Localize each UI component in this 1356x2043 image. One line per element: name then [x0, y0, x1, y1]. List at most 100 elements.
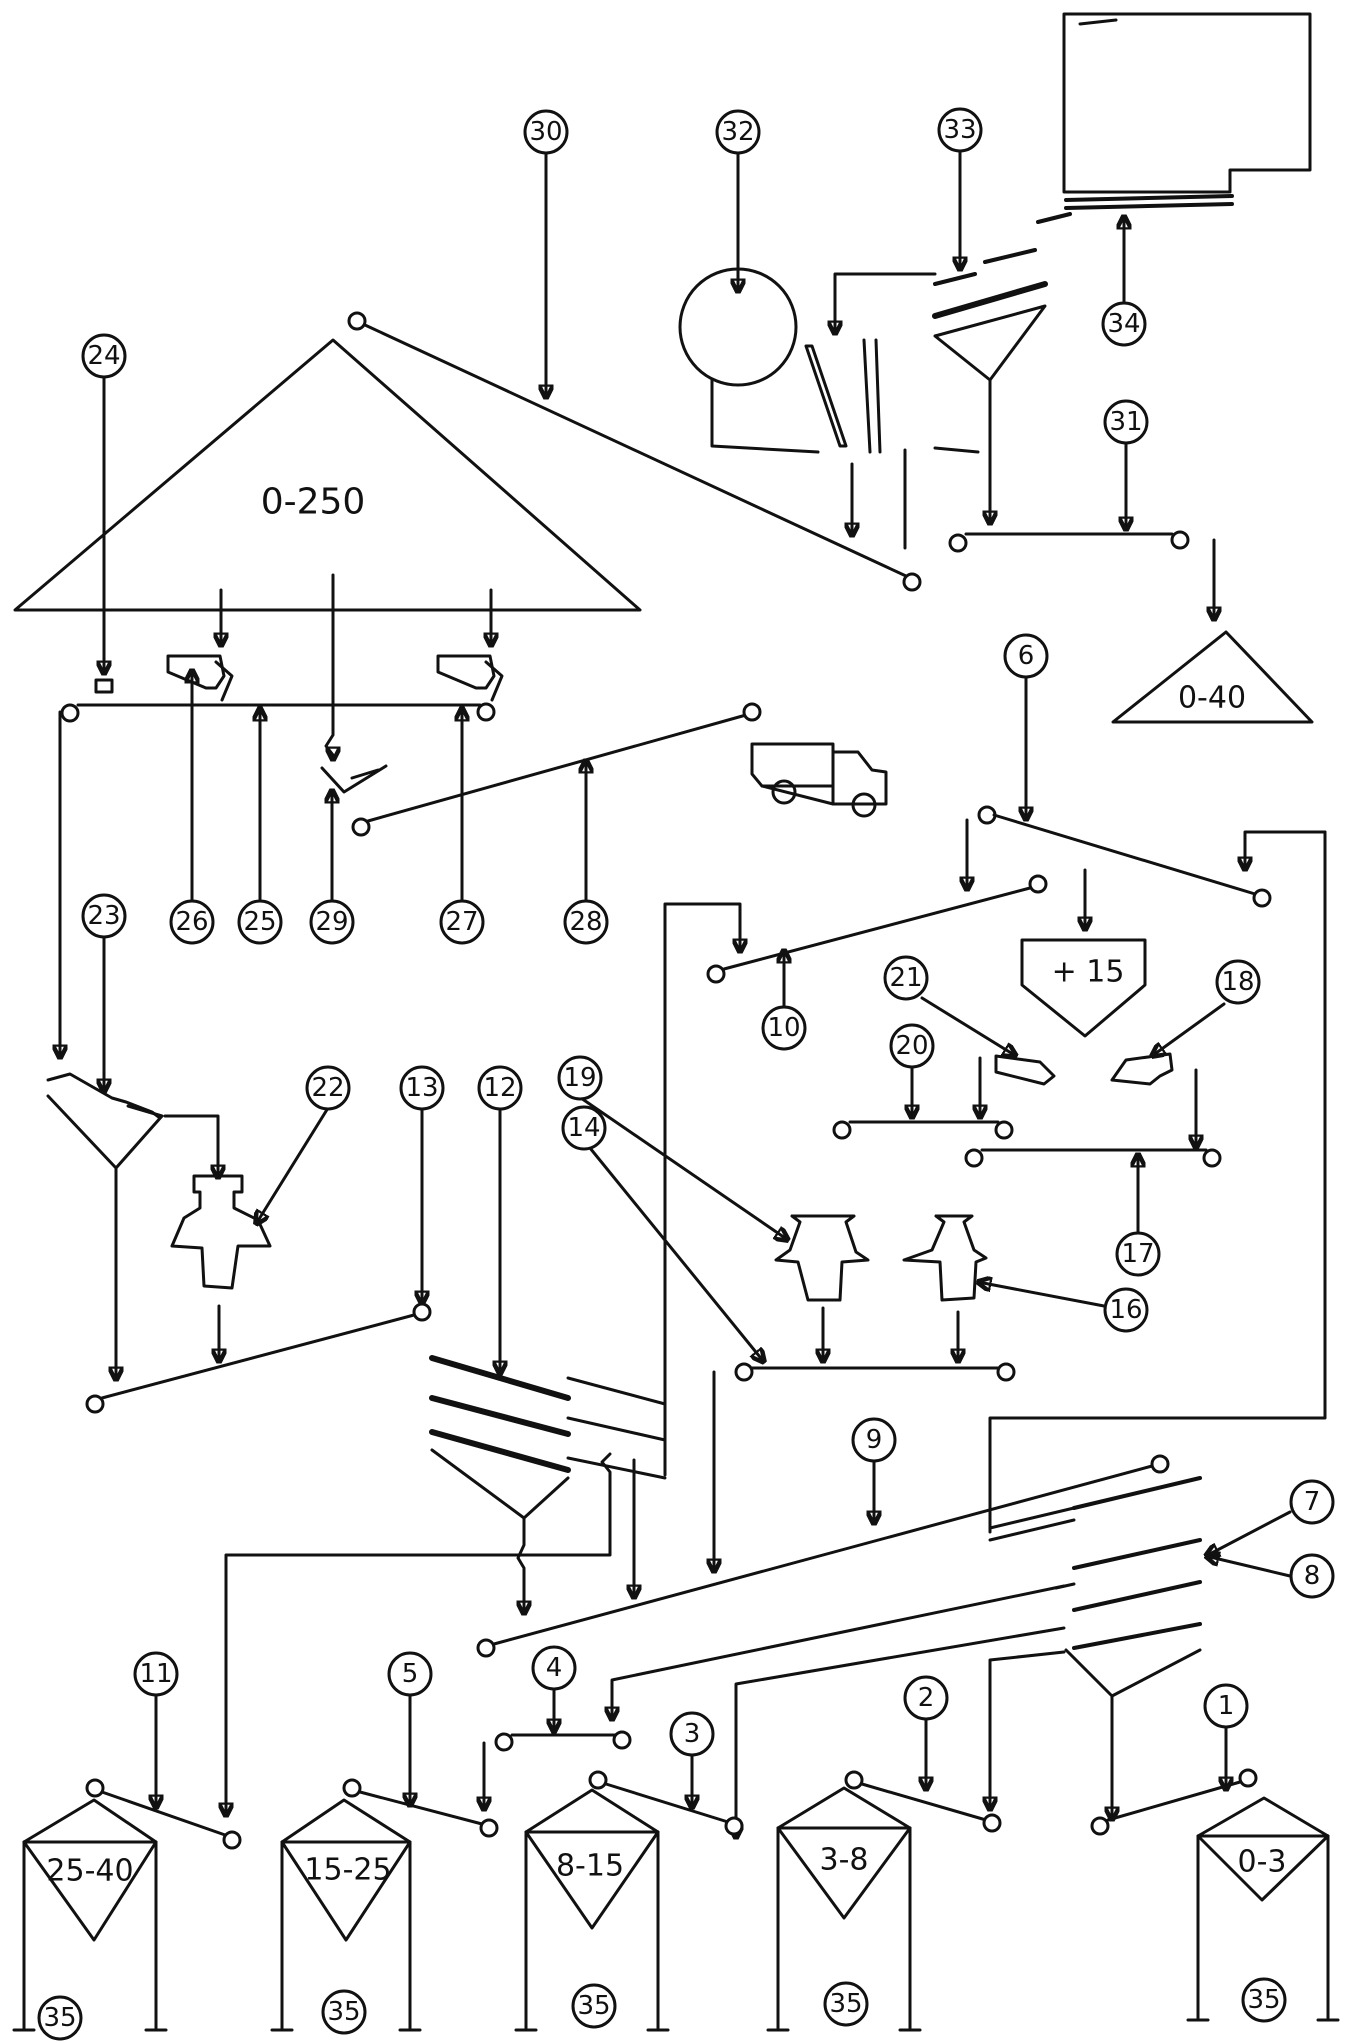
main-range-label: 0-250 [261, 482, 366, 523]
marker-label: 31 [1109, 407, 1142, 437]
conveyor-20 [832, 1120, 1014, 1140]
marker-label: 7 [1304, 1487, 1321, 1517]
conveyor-5 [342, 1778, 499, 1838]
silo-label: 15-25 [304, 1853, 391, 1888]
marker-label: 35 [1247, 1985, 1280, 2015]
marker-12: 12 [477, 1065, 523, 1111]
conveyor-6 [977, 805, 1272, 908]
marker-5: 5 [387, 1651, 433, 1697]
marker-4: 4 [531, 1645, 577, 1691]
marker-label: 17 [1121, 1239, 1154, 1269]
marker-label: 4 [546, 1653, 563, 1683]
cone-crusher-16 [902, 1214, 988, 1302]
conveyor-11 [85, 1778, 242, 1850]
marker-18: 18 [1215, 959, 1261, 1005]
detector-24 [94, 678, 114, 694]
marker-label: 25 [243, 907, 276, 937]
marker-9: 9 [851, 1417, 897, 1463]
grizzly-bars [932, 212, 1072, 319]
marker-14: 14 [561, 1105, 607, 1151]
sand-cone [933, 304, 1047, 526]
marker-label: 28 [569, 907, 602, 937]
marker-16: 16 [1103, 1287, 1149, 1333]
marker-2: 2 [903, 1675, 949, 1721]
marker-label: 22 [311, 1073, 344, 1103]
marker-label: 23 [87, 901, 120, 931]
impact-crusher-22 [170, 1174, 272, 1290]
marker-29: 29 [309, 899, 355, 945]
marker-label: 20 [895, 1031, 928, 1061]
conveyor-28 [351, 702, 762, 837]
vibrating-feeder [1064, 194, 1234, 210]
marker-label: 35 [577, 1991, 610, 2021]
marker-label: 16 [1109, 1295, 1142, 1325]
marker-35: 35 [823, 1981, 869, 2027]
main-stockpile: 0-250 [13, 338, 642, 612]
marker-label: 35 [327, 1997, 360, 2027]
marker-label: 5 [402, 1659, 419, 1689]
marker-19: 19 [557, 1055, 603, 1101]
silo-8-15: 8-15 [514, 1788, 670, 2032]
marker-25: 25 [237, 899, 283, 945]
conveyor-10 [706, 874, 1048, 984]
conveyor-2 [844, 1770, 1002, 1833]
marker-24: 24 [81, 333, 127, 379]
conveyor-9 [476, 1454, 1170, 1658]
marker-35: 35 [571, 1983, 617, 2029]
marker-35: 35 [37, 1995, 83, 2041]
conveyor-3 [588, 1770, 744, 1836]
marker-11: 11 [133, 1651, 179, 1697]
marker-label: 26 [175, 907, 208, 937]
marker-label: 21 [889, 963, 922, 993]
marker-label: 13 [405, 1073, 438, 1103]
marker-31: 31 [1103, 399, 1149, 445]
marker-23: 23 [81, 893, 127, 939]
marker-label: 3 [684, 1719, 701, 1749]
marker-label: 6 [1018, 641, 1035, 671]
silo-25-40: 25-40 [12, 1798, 168, 2032]
silo-15-25: 15-25 [270, 1798, 422, 2032]
feeder-21 [994, 1054, 1056, 1086]
feeder-18 [1110, 1052, 1174, 1086]
final-screen [988, 1476, 1202, 1698]
silo-label: 25-40 [46, 1854, 133, 1889]
marker-label: 27 [445, 907, 478, 937]
marker-27: 27 [439, 899, 485, 945]
marker-26: 26 [169, 899, 215, 945]
feeder-27 [436, 654, 504, 702]
product-range-label: 0-40 [1178, 681, 1246, 716]
marker-35: 35 [1241, 1977, 1287, 2023]
feeder-29 [320, 764, 388, 794]
conveyor-31 [948, 530, 1190, 553]
silo-label: 8-15 [556, 1849, 624, 1884]
marker-8: 8 [1289, 1553, 1335, 1599]
marker-label: 34 [1107, 309, 1140, 339]
silo-label: 3-8 [820, 1843, 869, 1878]
silo-label: 0-3 [1238, 1845, 1287, 1880]
marker-label: 32 [721, 117, 754, 147]
jaw-plates [804, 338, 882, 454]
conveyor-17 [964, 1148, 1222, 1168]
marker-28: 28 [563, 899, 609, 945]
conveyor-1 [1090, 1768, 1258, 1836]
marker-label: 24 [87, 341, 120, 371]
marker-label: 11 [139, 1659, 172, 1689]
marker-10: 10 [761, 1005, 807, 1051]
leaders [104, 150, 1292, 1810]
feeder-26 [166, 654, 234, 702]
marker-34: 34 [1101, 301, 1147, 347]
primary-crusher-32 [678, 267, 820, 454]
marker-17: 17 [1115, 1231, 1161, 1277]
marker-21: 21 [883, 955, 929, 1001]
marker-35: 35 [321, 1989, 367, 2035]
marker-30: 30 [523, 109, 569, 155]
oversize-bin: + 15 [1020, 938, 1147, 1038]
conveyor-30 [347, 311, 922, 592]
marker-label: 12 [483, 1073, 516, 1103]
screen-12 [429, 1355, 667, 1520]
marker-7: 7 [1289, 1479, 1335, 1525]
marker-label: 1 [1218, 1691, 1235, 1721]
marker-20: 20 [889, 1023, 935, 1069]
marker-label: 14 [567, 1113, 600, 1143]
